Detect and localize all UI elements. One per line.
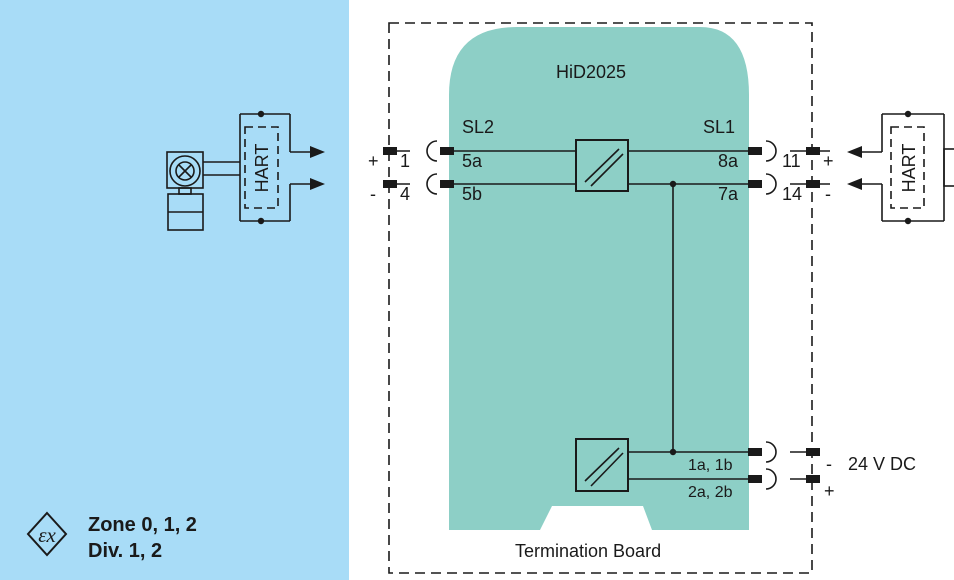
pin-8a-label: 8a bbox=[718, 151, 739, 171]
power-line-minus bbox=[628, 441, 820, 463]
pin-7a-label: 7a bbox=[718, 184, 739, 204]
zone-label: Zone 0, 1, 2 bbox=[88, 514, 197, 536]
terminal-11-polarity: + bbox=[823, 151, 834, 171]
connector-sl2-label: SL2 bbox=[462, 117, 494, 137]
terminal-14-number: 14 bbox=[782, 184, 802, 204]
control-line-plus bbox=[628, 140, 830, 162]
field-transmitter-icon bbox=[166, 151, 240, 231]
power-pins-top: 1a, 1b bbox=[688, 457, 733, 474]
terminal-4-polarity: - bbox=[370, 184, 376, 204]
terminal-4-number: 4 bbox=[400, 184, 410, 204]
power-pins-bottom: 2a, 2b bbox=[688, 484, 733, 501]
control-hart-communicator-icon: HART bbox=[881, 110, 954, 225]
connector-sl1-label: SL1 bbox=[703, 117, 735, 137]
field-hart-label: HART bbox=[252, 144, 272, 193]
svg-text:εx: εx bbox=[38, 523, 56, 547]
power-line-plus bbox=[628, 468, 820, 490]
terminal-1-polarity: + bbox=[368, 151, 379, 171]
arrow-icon bbox=[290, 146, 325, 190]
ex-symbol-icon: εx bbox=[26, 511, 68, 557]
pin-5a-label: 5a bbox=[462, 151, 483, 171]
module-name: HiD2025 bbox=[556, 62, 626, 82]
power-isolator-symbol-icon bbox=[575, 438, 629, 492]
pin-5b-label: 5b bbox=[462, 184, 482, 204]
power-polarity-minus: - bbox=[826, 454, 832, 474]
terminal-1-number: 1 bbox=[400, 151, 410, 171]
field-line-plus bbox=[383, 140, 576, 162]
power-supply-label: 24 V DC bbox=[848, 454, 916, 474]
control-hart-label: HART bbox=[899, 144, 919, 193]
hazardous-area-zone bbox=[0, 0, 349, 580]
power-polarity-plus: + bbox=[824, 481, 835, 501]
terminal-14-polarity: - bbox=[825, 184, 831, 204]
junction-dot bbox=[669, 180, 677, 188]
field-hart-communicator-icon: HART bbox=[239, 110, 291, 225]
terminal-11-number: 11 bbox=[782, 151, 801, 171]
module-body bbox=[449, 27, 749, 530]
division-label: Div. 1, 2 bbox=[88, 540, 162, 562]
arrow-icon bbox=[847, 146, 882, 190]
termination-board-label: Termination Board bbox=[515, 541, 661, 561]
field-line-minus bbox=[383, 173, 576, 195]
control-line-minus bbox=[628, 173, 830, 195]
isolator-symbol-icon bbox=[575, 139, 629, 192]
termination-board-outline bbox=[388, 22, 813, 574]
